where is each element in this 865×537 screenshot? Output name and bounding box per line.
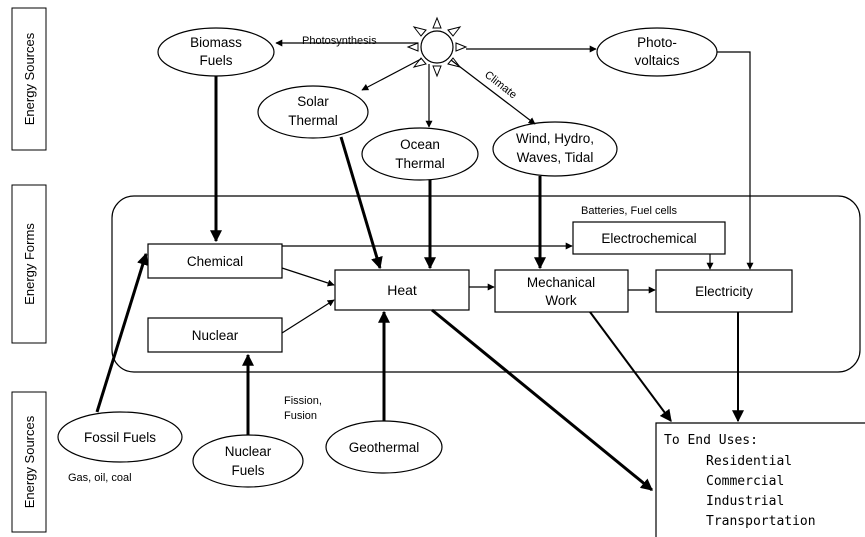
svg-text:Wind, Hydro,: Wind, Hydro, (516, 131, 594, 146)
svg-text:Fuels: Fuels (231, 463, 264, 478)
svg-text:Nuclear: Nuclear (225, 444, 272, 459)
side-label-energy-sources-bottom: Energy Sources (11, 391, 47, 533)
svg-text:Fuels: Fuels (199, 53, 232, 68)
svg-text:Commercial: Commercial (706, 474, 784, 489)
ocean-thermal-node: Ocean Thermal (361, 127, 479, 181)
solar-thermal-node: Solar Thermal (257, 85, 369, 139)
arrow-photovoltaics-to-electricity (717, 51, 754, 270)
electrochemical-box: Electrochemical (572, 221, 726, 255)
svg-text:Heat: Heat (387, 282, 417, 298)
svg-text:Fossil Fuels: Fossil Fuels (84, 430, 156, 445)
arrow-heat-to-end-uses (431, 308, 653, 492)
side-label-energy-forms: Energy Forms (11, 184, 47, 344)
svg-text:Energy Sources: Energy Sources (22, 32, 37, 125)
svg-text:Photo-: Photo- (637, 35, 677, 50)
mechanical-work-box: Mechanical Work (494, 269, 629, 313)
svg-text:Nuclear: Nuclear (192, 328, 239, 343)
svg-text:Energy Forms: Energy Forms (22, 223, 37, 305)
chemical-box: Chemical (147, 243, 283, 279)
svg-text:Transportation: Transportation (706, 514, 816, 529)
biomass-fuels-node: Biomass Fuels (157, 27, 275, 77)
arrow-chemical-to-heat (281, 267, 335, 287)
svg-text:Mechanical: Mechanical (527, 275, 595, 290)
svg-text:Chemical: Chemical (187, 254, 243, 269)
gas-oil-coal-label: Gas, oil, coal (68, 472, 132, 484)
svg-text:Industrial: Industrial (706, 494, 784, 509)
svg-text:Electricity: Electricity (695, 284, 753, 299)
fusion-label: Fusion (284, 410, 317, 422)
svg-text:Electrochemical: Electrochemical (601, 231, 696, 246)
nuclear-fuels-node: Nuclear Fuels (192, 434, 304, 488)
sun-icon (406, 16, 468, 78)
svg-text:Geothermal: Geothermal (349, 440, 420, 455)
thin-arrows (275, 39, 754, 334)
svg-text:Waves, Tidal: Waves, Tidal (517, 150, 594, 165)
wind-hydro-waves-tidal-node: Wind, Hydro, Waves, Tidal (492, 121, 618, 177)
svg-text:Solar: Solar (297, 94, 329, 109)
photosynthesis-label: Photosynthesis (302, 35, 377, 47)
svg-text:Thermal: Thermal (395, 156, 445, 171)
end-uses-box: To End Uses: Residential Commercial Indu… (655, 422, 865, 537)
svg-text:Biomass: Biomass (190, 35, 242, 50)
photovoltaics-node: Photo- voltaics (596, 27, 718, 77)
arrow-sun-to-wind (450, 59, 536, 125)
arrow-nuclear-to-heat (281, 299, 335, 334)
energy-forms-container (111, 195, 861, 373)
arrow-sun-to-solar-thermal (361, 58, 422, 91)
svg-text:Ocean: Ocean (400, 137, 440, 152)
svg-text:Residential: Residential (706, 454, 792, 469)
electricity-box: Electricity (655, 269, 793, 313)
svg-text:Thermal: Thermal (288, 113, 338, 128)
fossil-fuels-node: Fossil Fuels (57, 411, 183, 463)
arrow-solar-thermal-to-heat (339, 136, 383, 270)
svg-text:voltaics: voltaics (634, 53, 679, 68)
svg-text:Energy Sources: Energy Sources (22, 415, 37, 508)
svg-text:Work: Work (545, 293, 577, 308)
geothermal-node: Geothermal (325, 420, 443, 474)
side-label-energy-sources-top: Energy Sources (11, 7, 47, 151)
svg-text:To End Uses:: To End Uses: (664, 433, 758, 448)
fission-label: Fission, (284, 395, 322, 407)
batteries-fuel-cells-label: Batteries, Fuel cells (581, 205, 677, 217)
arrow-fossil-to-chemical (95, 252, 149, 413)
bold-arrows (95, 76, 744, 492)
arrow-mechanical-to-end-uses (589, 311, 672, 422)
climate-label: Climate (482, 69, 519, 101)
nuclear-box: Nuclear (147, 317, 283, 353)
heat-box: Heat (334, 269, 470, 311)
